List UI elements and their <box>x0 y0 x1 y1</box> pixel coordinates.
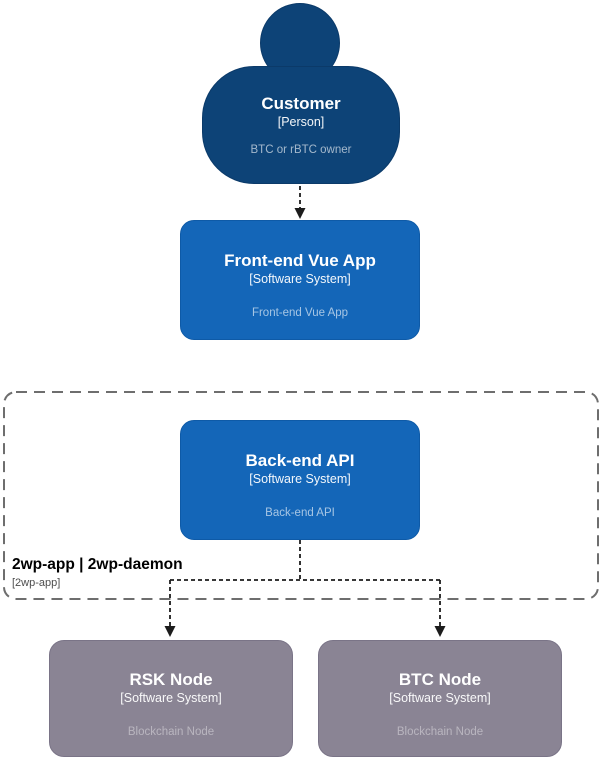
boundary-name: 2wp-app | 2wp-daemon <box>12 556 183 573</box>
node-rsk-title: RSK Node <box>129 670 213 689</box>
node-rsk-description: Blockchain Node <box>127 726 215 738</box>
node-backend-api: Back-end API [Software System] Back-end … <box>180 420 420 540</box>
node-frontend-type: [Software System] <box>249 272 351 286</box>
node-rsk: RSK Node [Software System] Blockchain No… <box>49 640 293 757</box>
node-btc-description: Blockchain Node <box>396 726 484 738</box>
arrowhead-frontend <box>294 208 306 219</box>
node-customer-description: BTC or rBTC owner <box>250 144 352 156</box>
arrowhead-btc-node <box>434 626 446 637</box>
node-customer-title: Customer <box>261 94 341 113</box>
boundary-2wp-app-label: 2wp-app | 2wp-daemon [2wp-app] <box>12 555 183 590</box>
node-btc-type: [Software System] <box>389 691 491 705</box>
node-customer: Customer [Person] BTC or rBTC owner <box>202 66 400 184</box>
node-rsk-type: [Software System] <box>120 691 222 705</box>
node-frontend-title: Front-end Vue App <box>224 251 376 270</box>
node-btc-title: BTC Node <box>398 670 482 689</box>
node-frontend-vue-app: Front-end Vue App [Software System] Fron… <box>180 220 420 340</box>
node-backend-title: Back-end API <box>245 451 355 470</box>
node-customer-type: [Person] <box>277 115 325 129</box>
boundary-type: [2wp-app] <box>12 577 61 589</box>
arrowhead-rsk-node <box>164 626 176 637</box>
node-backend-type: [Software System] <box>249 472 351 486</box>
node-btc: BTC Node [Software System] Blockchain No… <box>318 640 562 757</box>
edge-backend-to-nodes <box>169 540 441 627</box>
node-frontend-description: Front-end Vue App <box>251 307 349 319</box>
node-backend-description: Back-end API <box>265 507 335 519</box>
